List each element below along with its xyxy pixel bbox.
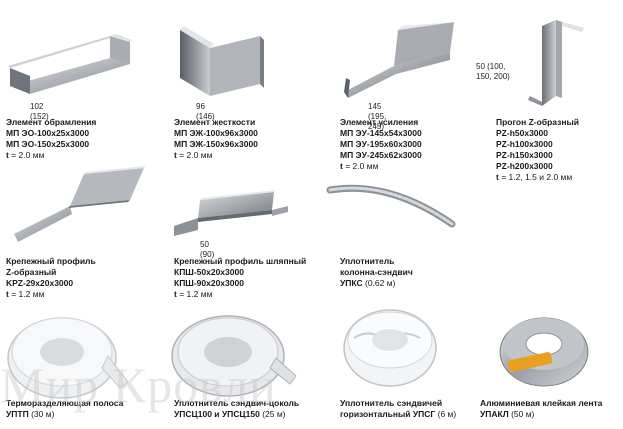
z-fastening-profile-code: KPZ-29х20х3000 <box>6 278 74 288</box>
frame-element-image <box>8 34 132 94</box>
aluminum-tape-title: Алюминиевая клейкая лента <box>480 398 603 408</box>
horizontal-sandwich-seal-code: УПСГ <box>412 409 436 419</box>
z-purlin-thickness-label: t <box>496 172 499 182</box>
z-purlin-dimension: 50 (100, 150, 200) <box>476 62 510 81</box>
stiffness-element-thickness-label: t <box>174 150 177 160</box>
hat-fastening-profile-dimension: 50 (90) <box>200 240 215 259</box>
reinforcement-element-caption: Элемент усиления МП ЭУ-145х54х3000 МП ЭУ… <box>340 117 422 172</box>
z-fastening-profile-title2: Z-образный <box>6 267 57 277</box>
z-purlin-code-1: PZ-h50х3000 <box>496 128 548 138</box>
horizontal-sandwich-seal-image <box>343 309 437 387</box>
stiffness-element-image <box>180 26 264 96</box>
hat-fastening-profile-title: Крепежный профиль шляпный <box>174 256 307 266</box>
sandwich-plinth-seal-title: Уплотнитель сэндвич-цоколь <box>174 398 300 408</box>
z-fastening-profile-title: Крепежный профиль <box>6 256 96 266</box>
reinforcement-element-code-1: МП ЭУ-145х54х3000 <box>340 128 422 138</box>
z-purlin-caption: Прогон Z-образный PZ-h50х3000 PZ-h100х30… <box>496 117 579 183</box>
reinforcement-element-code-3: МП ЭУ-245х62х3000 <box>340 150 422 160</box>
z-purlin-code-2: PZ-h100х3000 <box>496 139 553 149</box>
horizontal-sandwich-seal-caption: Уплотнитель сэндвичей горизонтальный УПС… <box>340 398 456 420</box>
sandwich-plinth-seal-extra: (25 м) <box>262 409 286 419</box>
horizontal-sandwich-seal-title2: горизонтальный <box>340 409 411 419</box>
reinforcement-element-image <box>344 22 456 98</box>
stiffness-element-title: Элемент жесткости <box>174 117 256 127</box>
thermal-strip-image <box>7 317 129 399</box>
z-purlin-title: Прогон Z-образный <box>496 117 579 127</box>
thermal-strip-title: Терморазделяющая полоса <box>6 398 124 408</box>
frame-element-title: Элемент обрамления <box>6 117 97 127</box>
horizontal-sandwich-seal-extra: (6 м) <box>437 409 457 419</box>
hat-fastening-profile-thickness-value: = 1.2 мм <box>179 289 213 299</box>
thermal-strip-caption: Терморазделяющая полоса УПТП (30 м) <box>6 398 123 420</box>
thermal-strip-code: УПТП <box>6 409 29 419</box>
z-fastening-profile-thickness-value: = 1.2 мм <box>11 289 45 299</box>
stiffness-element-code-2: МП ЭЖ-150х96х3000 <box>174 139 258 149</box>
aluminum-tape-extra: (50 м) <box>511 409 535 419</box>
aluminum-tape-caption: Алюминиевая клейкая лента УПАКЛ (50 м) <box>480 398 602 420</box>
z-fastening-profile-thickness-label: t <box>6 289 9 299</box>
column-sandwich-seal-extra: (0.62 м) <box>365 278 396 288</box>
reinforcement-element-thickness-value: = 2.0 мм <box>345 161 379 171</box>
z-purlin-image <box>528 20 584 106</box>
frame-element-code-2: МП ЭО-150х25х3000 <box>6 139 90 149</box>
frame-element-caption: Элемент обрамления МП ЭО-100х25х3000 МП … <box>6 117 96 161</box>
frame-element-thickness-value: = 2.0 мм <box>11 150 45 160</box>
z-fastening-profile-caption: Крепежный профиль Z-образный KPZ-29х20х3… <box>6 256 96 300</box>
z-fastening-profile-image <box>14 166 146 242</box>
hat-fastening-profile-image <box>174 190 288 236</box>
stiffness-element-caption: Элемент жесткости МП ЭЖ-100х96х3000 МП Э… <box>174 117 258 161</box>
horizontal-sandwich-seal-title: Уплотнитель сэндвичей <box>340 398 443 408</box>
stiffness-element-code-1: МП ЭЖ-100х96х3000 <box>174 128 258 138</box>
column-sandwich-seal-title2: колонна-сэндвич <box>340 267 413 277</box>
aluminum-tape-code: УПАКЛ <box>480 409 509 419</box>
frame-element-thickness-label: t <box>6 150 9 160</box>
frame-element-dimension: 102 (152) <box>30 102 49 121</box>
column-sandwich-seal-title: Уплотнитель <box>340 256 395 266</box>
hat-fastening-profile-thickness-label: t <box>174 289 177 299</box>
stiffness-element-dimension: 96 (146) <box>196 102 215 121</box>
aluminum-tape-image <box>499 317 589 387</box>
sandwich-plinth-seal-caption: Уплотнитель сэндвич-цоколь УПСЦ100 и УПС… <box>174 398 299 420</box>
stiffness-element-thickness-value: = 2.0 мм <box>179 150 213 160</box>
reinforcement-element-title: Элемент усиления <box>340 117 419 127</box>
frame-element-code-1: МП ЭО-100х25х3000 <box>6 128 90 138</box>
thermal-strip-extra: (30 м) <box>31 409 55 419</box>
reinforcement-element-code-2: МП ЭУ-195х60х3000 <box>340 139 422 149</box>
z-purlin-code-4: PZ-h200х3000 <box>496 161 553 171</box>
column-sandwich-seal-caption: Уплотнитель колонна-сэндвич УПКС (0.62 м… <box>340 256 413 289</box>
hat-fastening-profile-caption: Крепежный профиль шляпный КПШ-50х20х3000… <box>174 256 306 300</box>
sandwich-plinth-seal-image <box>171 315 297 397</box>
hat-fastening-profile-code-2: КПШ-90х20х3000 <box>174 278 244 288</box>
z-purlin-thickness-value: = 1.2, 1.5 и 2.0 мм <box>501 172 573 182</box>
reinforcement-element-dimension: 145 (195, 245) <box>368 102 387 131</box>
hat-fastening-profile-code-1: КПШ-50х20х3000 <box>174 267 244 277</box>
reinforcement-element-thickness-label: t <box>340 161 343 171</box>
column-sandwich-seal-code: УПКС <box>340 278 363 288</box>
column-sandwich-seal-image <box>326 184 456 228</box>
z-purlin-code-3: PZ-h150х3000 <box>496 150 553 160</box>
sandwich-plinth-seal-code: УПСЦ100 и УПСЦ150 <box>174 409 260 419</box>
